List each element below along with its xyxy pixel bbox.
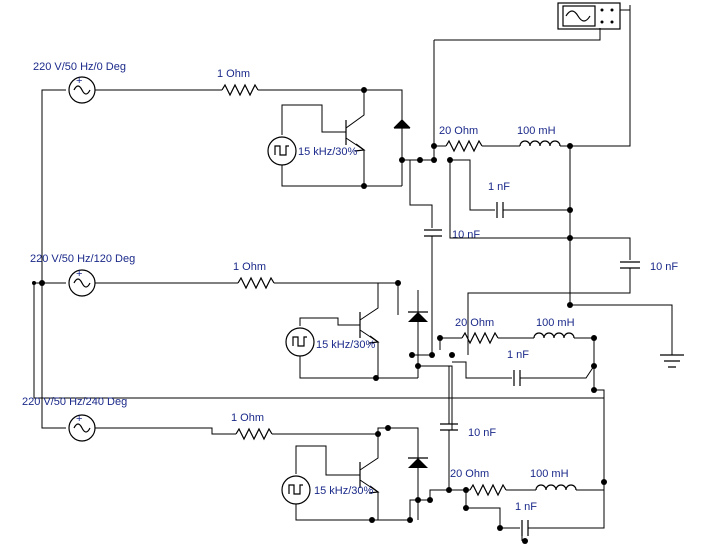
coupling-capacitor-icon[interactable] xyxy=(440,423,458,431)
phase-1-source-label: 220 V/50 Hz/120 Deg xyxy=(30,253,135,265)
transistor-icon[interactable] xyxy=(299,312,380,378)
resistor-icon[interactable] xyxy=(235,427,273,441)
inductor-icon[interactable] xyxy=(535,484,577,491)
phase-2-filter-r-label: 20 Ohm xyxy=(450,468,489,480)
coupling-capacitor-icon[interactable] xyxy=(424,229,442,237)
phase-1-coupling-label: 10 nF xyxy=(468,427,496,439)
pulse-source-icon[interactable] xyxy=(281,475,311,505)
phase-2-filter-l-label: 100 mH xyxy=(530,468,569,480)
phase-2-filter-c-label: 1 nF xyxy=(515,501,537,513)
extra-capacitor-icon[interactable] xyxy=(620,261,640,269)
phase-2-source-label: 220 V/50 Hz/240 Deg xyxy=(22,396,127,408)
svg-text:+: + xyxy=(76,75,82,87)
filter-resistor-icon[interactable] xyxy=(445,139,483,153)
phase-2: + 220 V/50 Hz/240 Deg 1 Ohm 15 kHz/30% xyxy=(22,366,607,544)
left-bus xyxy=(32,89,604,429)
filter-capacitor-icon[interactable] xyxy=(521,520,529,536)
phase-0-pulse-label: 15 kHz/30% xyxy=(298,146,358,158)
oscilloscope-icon[interactable] xyxy=(557,2,630,30)
phase-1-filter-c-label: 1 nF xyxy=(507,349,529,361)
filter-capacitor-icon[interactable] xyxy=(496,202,504,218)
inductor-icon[interactable] xyxy=(519,140,561,147)
ac-source-icon[interactable]: + xyxy=(68,268,96,297)
resistor-icon[interactable] xyxy=(221,83,259,97)
ac-source-icon[interactable]: + xyxy=(68,75,96,104)
diode-icon[interactable] xyxy=(393,119,411,129)
phase-1-filter-l-label: 100 mH xyxy=(536,317,575,329)
inductor-icon[interactable] xyxy=(533,332,575,339)
phase-0-filter-r-label: 20 Ohm xyxy=(439,125,478,137)
phase-1-resistor-label: 1 Ohm xyxy=(233,261,266,273)
ground-icon xyxy=(660,354,684,368)
resistor-icon[interactable] xyxy=(237,276,275,290)
phase-0-filter-c-label: 1 nF xyxy=(488,181,510,193)
ac-source-icon[interactable]: + xyxy=(68,413,96,442)
phase-0-coupling-label: 10 nF xyxy=(452,229,480,241)
pulse-source-icon[interactable] xyxy=(267,136,297,166)
phase-1: + 220 V/50 Hz/120 Deg 1 Ohm 15 kHz/30% xyxy=(30,253,605,520)
phase-0: + 220 V/50 Hz/0 Deg 1 Ohm 15 kHz/30% xyxy=(33,5,631,355)
transistor-icon[interactable] xyxy=(281,90,366,186)
svg-text:+: + xyxy=(76,413,82,425)
pulse-source-icon[interactable] xyxy=(285,327,315,357)
diode-icon[interactable] xyxy=(408,311,428,322)
diode-icon[interactable] xyxy=(408,457,428,468)
filter-resistor-icon[interactable] xyxy=(469,483,507,497)
transistor-icon[interactable] xyxy=(295,434,380,520)
filter-capacitor-icon[interactable] xyxy=(513,370,521,386)
phase-2-resistor-label: 1 Ohm xyxy=(231,412,264,424)
phase-2-pulse-label: 15 kHz/30% xyxy=(314,485,374,497)
phase-1-filter-r-label: 20 Ohm xyxy=(455,317,494,329)
phase-1-pulse-label: 15 kHz/30% xyxy=(316,339,376,351)
svg-text:+: + xyxy=(76,268,82,280)
extra-capacitor-label: 10 nF xyxy=(650,261,678,273)
phase-0-filter-l-label: 100 mH xyxy=(517,125,556,137)
phase-0-source-label: 220 V/50 Hz/0 Deg xyxy=(33,61,126,73)
filter-resistor-icon[interactable] xyxy=(461,331,499,345)
phase-0-resistor-label: 1 Ohm xyxy=(217,68,250,80)
